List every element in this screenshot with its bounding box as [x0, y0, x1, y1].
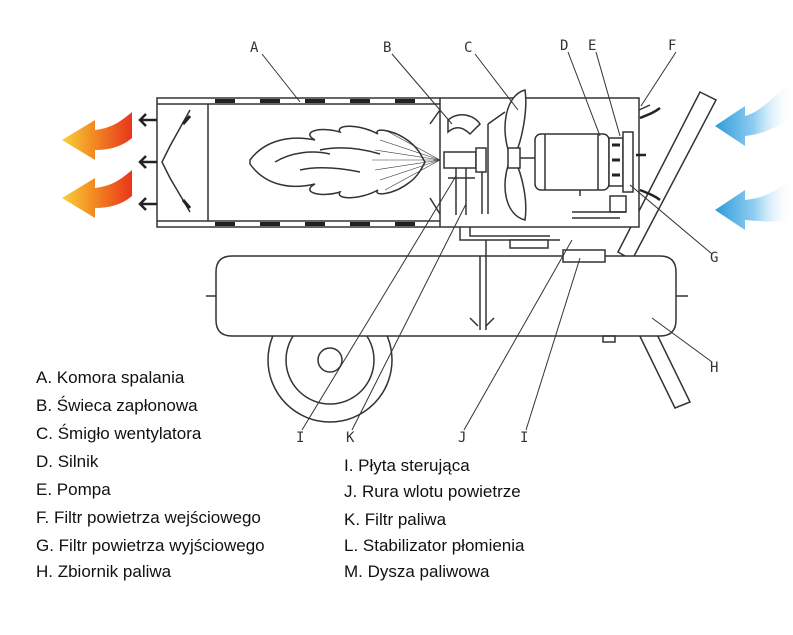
legend-item-k: K. Filtr paliwa	[344, 510, 447, 529]
legend-item-g: G. Filtr powietrza wyjściowego	[36, 536, 265, 555]
callout-h: H	[710, 360, 718, 376]
fan	[504, 89, 535, 221]
callout-i-plate: I	[520, 430, 528, 446]
callout-d: D	[560, 38, 568, 54]
fuel-tank	[206, 249, 688, 343]
legend-item-d: D. Silnik	[36, 452, 99, 471]
leader-lines	[261, 51, 713, 431]
legend-item-j: J. Rura wlotu powietrze	[344, 482, 521, 501]
heater-outline	[138, 51, 718, 431]
hot-air-arrows	[62, 112, 132, 218]
callout-j: J	[458, 430, 466, 446]
callout-b: B	[383, 40, 391, 56]
flame	[249, 125, 441, 199]
callout-c: C	[464, 40, 472, 56]
callout-i: I	[296, 430, 304, 446]
callout-k: K	[346, 430, 355, 446]
legend-item-i: I. Płyta sterująca	[344, 456, 470, 475]
legend-item-e: E. Pompa	[36, 480, 111, 499]
cold-air-arrows	[715, 80, 793, 230]
callout-a: A	[250, 40, 259, 56]
bottom-pipes	[459, 227, 560, 330]
legend-item-b: B. Świeca zapłonowa	[36, 396, 198, 415]
rear-filters	[572, 104, 661, 219]
callout-e: E	[588, 38, 596, 54]
legend-item-c: C. Śmigło wentylatora	[36, 424, 202, 443]
callout-g: G	[710, 250, 718, 266]
legend-item-h: H. Zbiornik paliwa	[36, 562, 172, 581]
callout-f: F	[668, 38, 676, 54]
motor	[534, 131, 634, 196]
legend-item-f: F. Filtr powietrza wejściowego	[36, 508, 261, 527]
legend-item-m: M. Dysza paliwowa	[344, 562, 490, 581]
burner-assembly	[443, 111, 506, 215]
callout-labels: A B C D E F G H I K J I	[250, 38, 718, 446]
legend-item-l: L. Stabilizator płomienia	[344, 536, 525, 555]
legend-item-a: A. Komora spalania	[36, 368, 185, 387]
